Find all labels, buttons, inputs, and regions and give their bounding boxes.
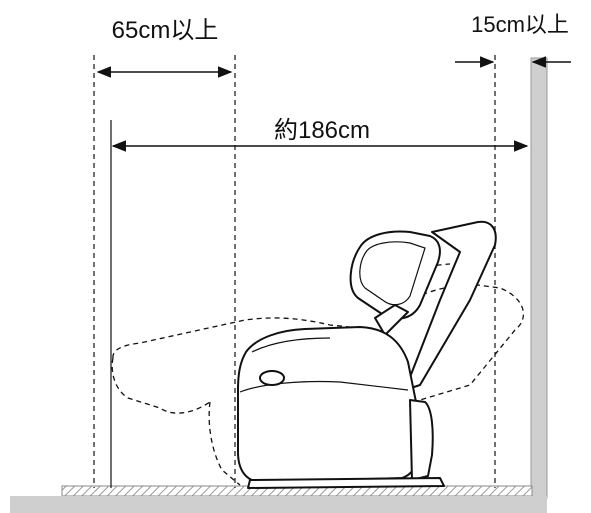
wall <box>530 57 548 499</box>
floor <box>10 485 547 513</box>
wall-icon <box>530 57 548 499</box>
front-clearance-label: 65cm以上 <box>112 17 219 44</box>
rear-clearance-label: 15cm以上 <box>471 12 569 37</box>
front-clearance-dimension: 65cm以上 <box>96 17 233 78</box>
total-length-dimension: 約186cm <box>111 117 529 152</box>
total-length-label: 約186cm <box>274 117 370 144</box>
floor-icon <box>10 496 547 513</box>
rear-clearance-dimension: 15cm以上 <box>455 12 571 68</box>
massage-chair-icon <box>237 220 497 489</box>
